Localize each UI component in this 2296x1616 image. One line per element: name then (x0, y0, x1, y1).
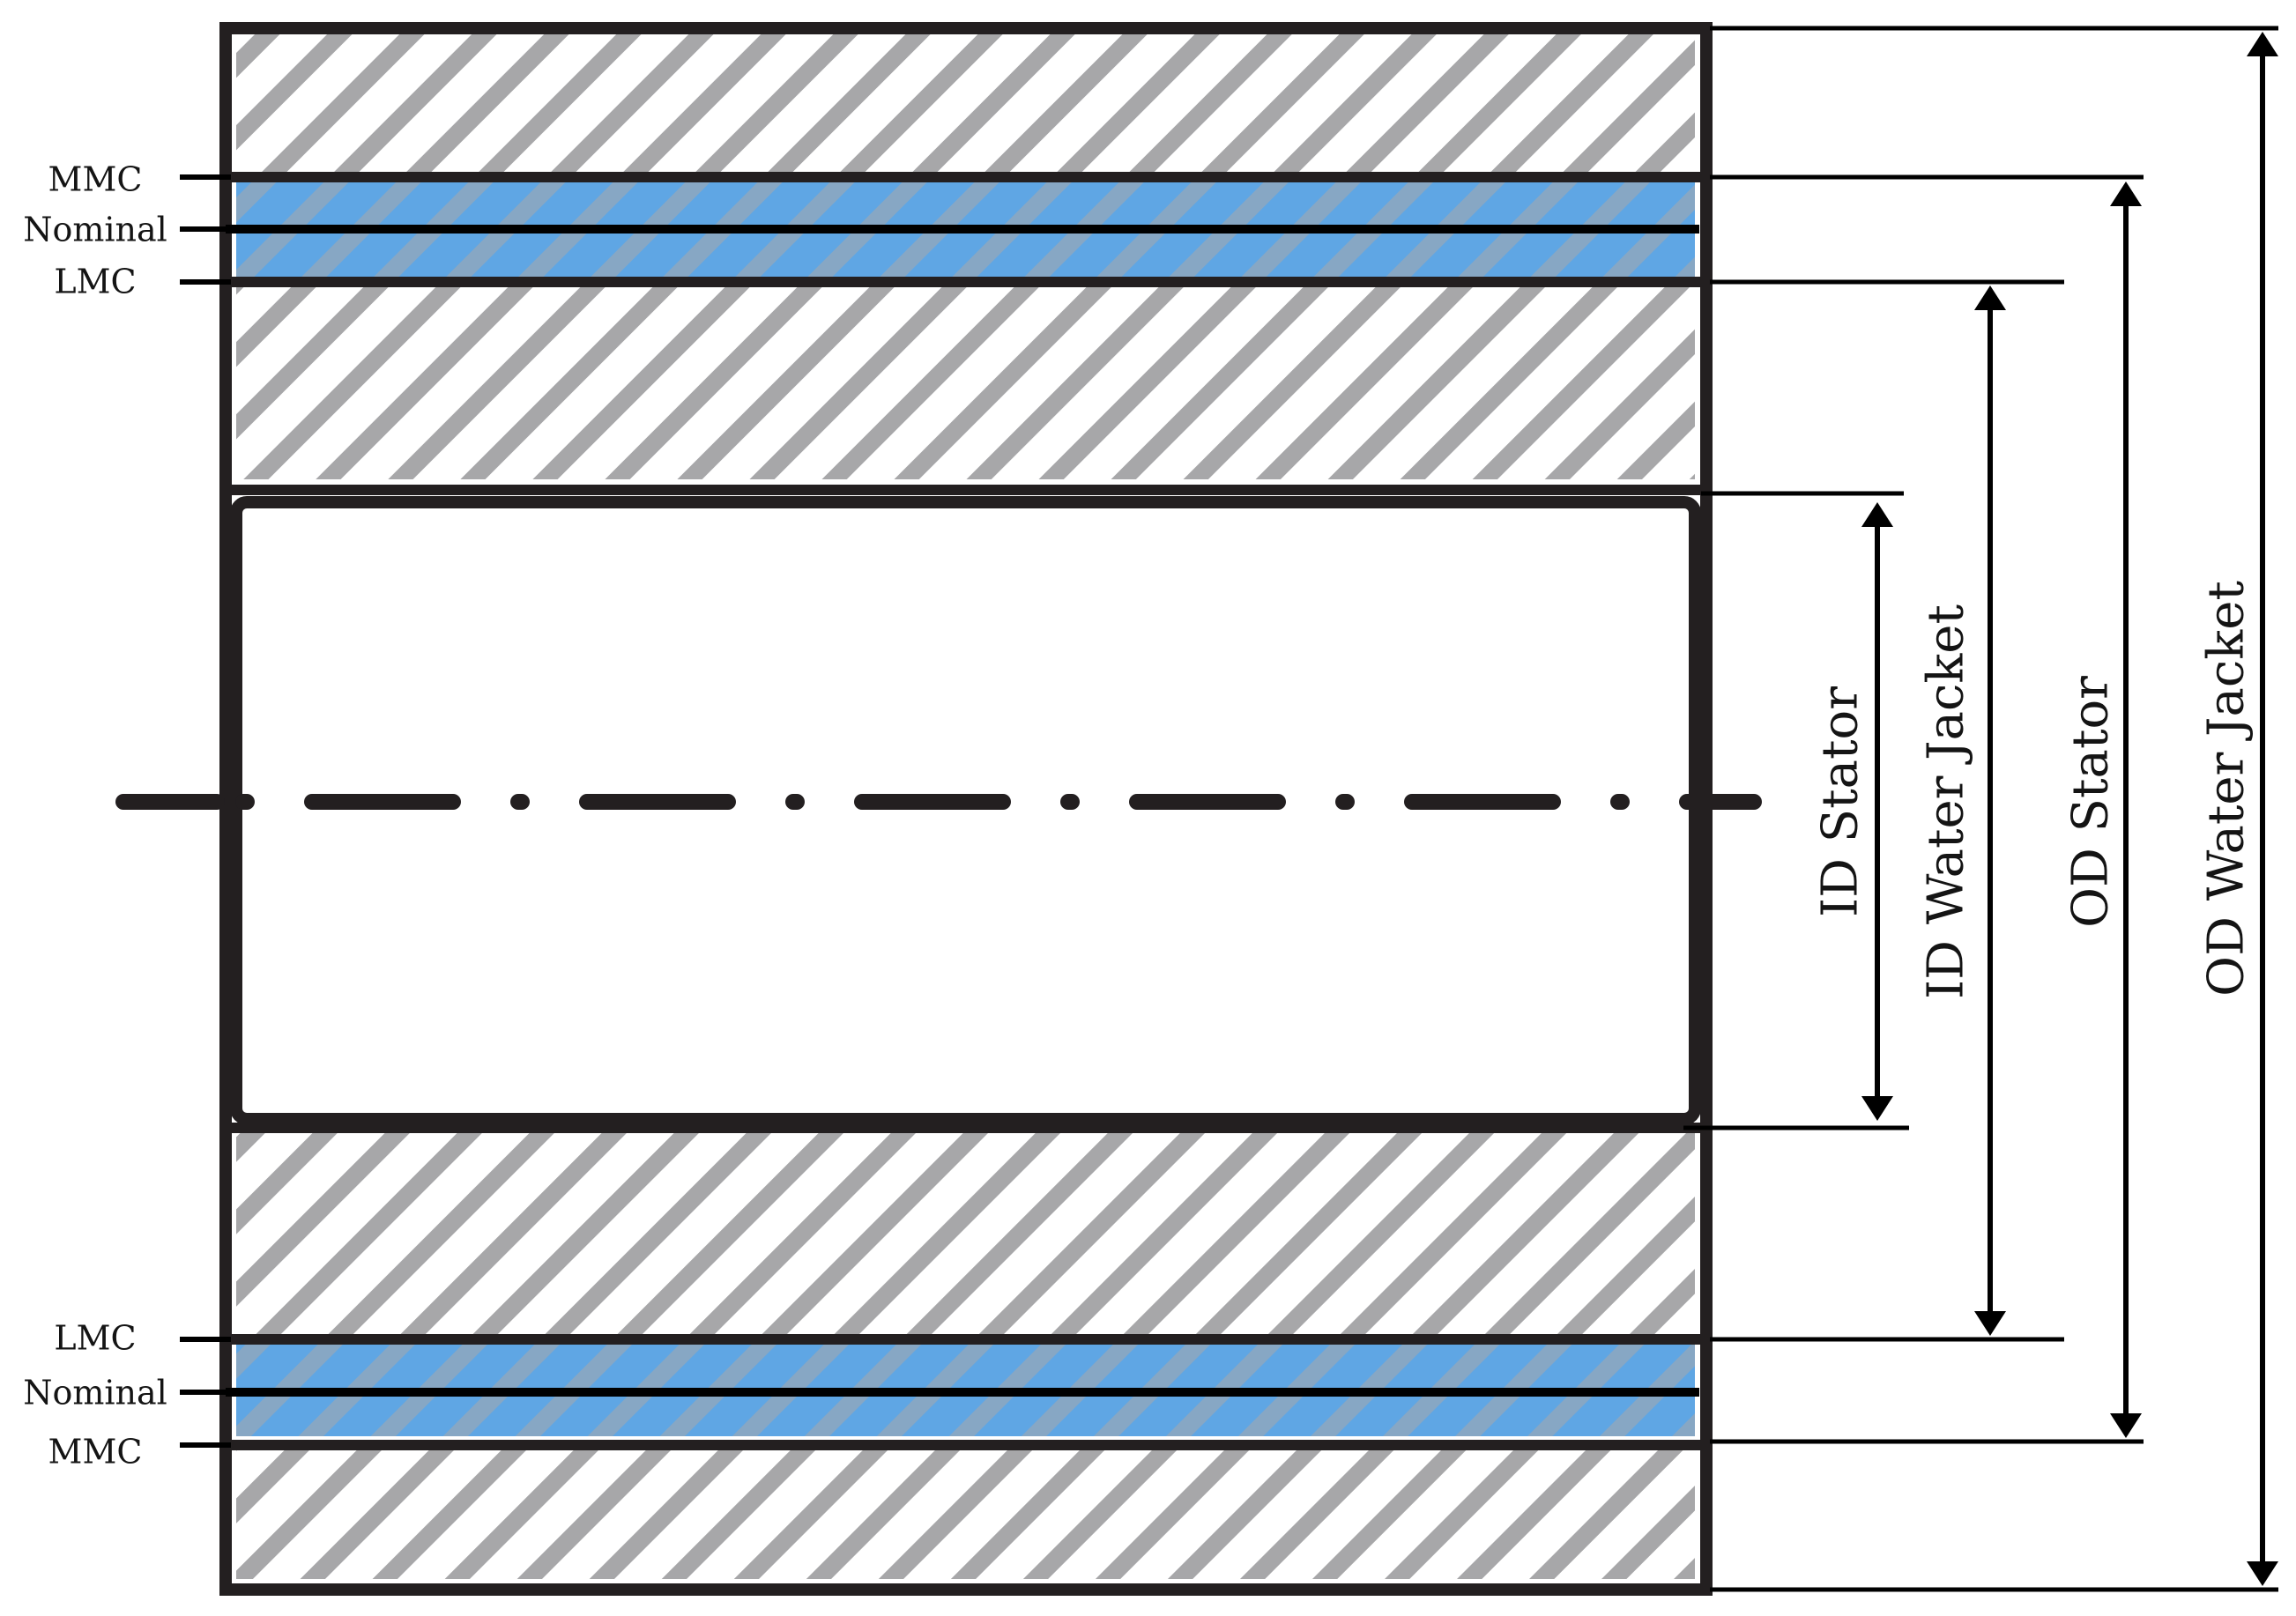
dim-arrow-od-stator (2110, 182, 2142, 1438)
tolerance-labels: MMC Nominal LMC LMC Nominal MMC (23, 160, 167, 1471)
hatch-region-top-outer (236, 33, 1695, 174)
label-bottom-lmc: LMC (54, 1319, 136, 1358)
label-bottom-nominal: Nominal (23, 1374, 167, 1412)
dim-arrow-id-stator (1861, 502, 1893, 1121)
wall-section-top (236, 33, 1695, 479)
label-id-stator: ID Stator (1812, 686, 1869, 917)
section-boundaries (226, 172, 1706, 1450)
dim-arrow-id-water-jacket (1974, 285, 2006, 1336)
hatch-region-top-inner (236, 284, 1695, 479)
bore-cavity (230, 496, 1701, 1125)
hatch-region-bottom-inner (236, 1133, 1695, 1338)
label-od-stator: OD Stator (2062, 676, 2120, 928)
label-top-nominal: Nominal (23, 211, 167, 249)
nominal-lines (226, 225, 1699, 1397)
dimension-labels: ID Stator ID Water Jacket OD Stator OD W… (1812, 581, 2255, 999)
label-top-mmc: MMC (48, 160, 143, 199)
label-id-water-jacket: ID Water Jacket (1918, 604, 1975, 999)
label-bottom-mmc: MMC (48, 1433, 143, 1471)
dim-arrow-od-water-jacket (2247, 32, 2278, 1586)
label-leaders-left (180, 174, 231, 1448)
label-top-lmc: LMC (54, 263, 136, 301)
dimension-extension-lines (1683, 26, 2278, 1592)
wall-section-bottom (236, 1133, 1695, 1579)
label-od-water-jacket: OD Water Jacket (2198, 581, 2255, 997)
hatch-region-bottom-outer (236, 1450, 1695, 1579)
dimension-arrows (1861, 32, 2278, 1586)
